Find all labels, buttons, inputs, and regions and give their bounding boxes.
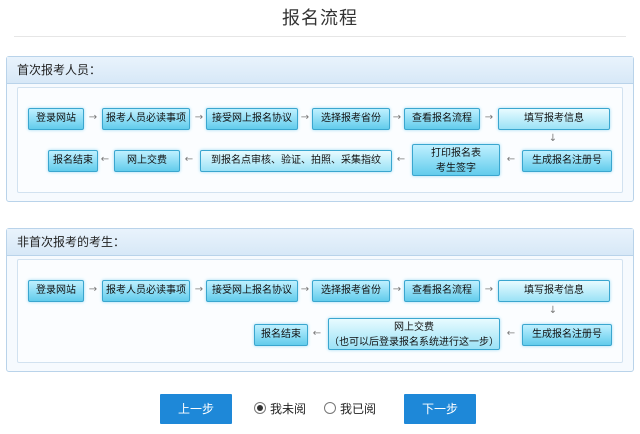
radio-read-indicator[interactable]	[324, 402, 336, 414]
arrow-left-icon: ←	[312, 328, 322, 339]
step-view-process: 查看报名流程	[404, 280, 480, 302]
title-divider	[14, 36, 626, 37]
arrow-left-icon: ←	[396, 154, 406, 165]
arrow-right-icon: →	[392, 284, 402, 295]
arrow-left-icon: ←	[100, 154, 110, 165]
arrow-right-icon: →	[88, 284, 98, 295]
step-fill-info: 填写报考信息	[498, 280, 610, 302]
radio-unread[interactable]: 我未阅	[254, 402, 306, 416]
step-login-website: 登录网站	[28, 108, 84, 130]
arrow-right-icon: →	[484, 284, 494, 295]
radio-unread-label: 我未阅	[270, 402, 307, 416]
arrow-right-icon: →	[484, 112, 494, 123]
step-generate-register-no: 生成报名注册号	[522, 324, 612, 346]
step-login-website: 登录网站	[28, 280, 84, 302]
arrow-right-icon: →	[88, 112, 98, 123]
radio-read[interactable]: 我已阅	[324, 402, 376, 416]
first-time-flow-panel: 登录网站 → 报考人员必读事项 → 接受网上报名协议 → 选择报考省份 → 查看…	[17, 87, 623, 193]
step-read-notice: 报考人员必读事项	[102, 280, 190, 302]
step-accept-agreement: 接受网上报名协议	[206, 108, 298, 130]
arrow-down-icon: ↓	[548, 133, 558, 144]
step-online-payment: 网上交费 （也可以后登录报名系统进行这一步）	[328, 318, 500, 350]
step-online-payment: 网上交费	[114, 150, 180, 172]
step-generate-register-no: 生成报名注册号	[522, 150, 612, 172]
step-print-form-line1: 打印报名表	[431, 148, 481, 159]
arrow-right-icon: →	[300, 284, 310, 295]
step-read-notice: 报考人员必读事项	[102, 108, 190, 130]
prev-step-button[interactable]: 上一步	[160, 394, 232, 424]
first-time-section-header: 首次报考人员：	[7, 57, 633, 84]
step-finish: 报名结束	[254, 324, 308, 346]
repeat-flow-panel: 登录网站 → 报考人员必读事项 → 接受网上报名协议 → 选择报考省份 → 查看…	[17, 259, 623, 363]
repeat-section-header: 非首次报考的考生：	[7, 229, 633, 256]
step-view-process: 查看报名流程	[404, 108, 480, 130]
arrow-right-icon: →	[300, 112, 310, 123]
arrow-right-icon: →	[194, 284, 204, 295]
arrow-right-icon: →	[392, 112, 402, 123]
first-time-section: 首次报考人员： 登录网站 → 报考人员必读事项 → 接受网上报名协议 → 选择报…	[6, 56, 634, 202]
step-onsite-verification: 到报名点审核、验证、拍照、采集指纹	[200, 150, 392, 172]
arrow-left-icon: ←	[506, 328, 516, 339]
arrow-right-icon: →	[194, 112, 204, 123]
step-select-province: 选择报考省份	[312, 280, 390, 302]
step-finish: 报名结束	[48, 150, 98, 172]
step-print-form-line2: 考生签字	[436, 163, 476, 174]
step-accept-agreement: 接受网上报名协议	[206, 280, 298, 302]
radio-unread-indicator[interactable]	[254, 402, 266, 414]
arrow-down-icon: ↓	[548, 305, 558, 316]
step-online-payment-line1: 网上交费	[394, 322, 434, 333]
radio-read-label: 我已阅	[340, 402, 377, 416]
arrow-left-icon: ←	[506, 154, 516, 165]
step-print-form: 打印报名表 考生签字	[412, 144, 500, 176]
arrow-left-icon: ←	[184, 154, 194, 165]
repeat-applicant-section: 非首次报考的考生： 登录网站 → 报考人员必读事项 → 接受网上报名协议 → 选…	[6, 228, 634, 372]
step-online-payment-line2: （也可以后登录报名系统进行这一步）	[329, 337, 499, 348]
next-step-button[interactable]: 下一步	[404, 394, 476, 424]
step-select-province: 选择报考省份	[312, 108, 390, 130]
step-fill-info: 填写报考信息	[498, 108, 610, 130]
page-title: 报名流程	[282, 8, 358, 29]
